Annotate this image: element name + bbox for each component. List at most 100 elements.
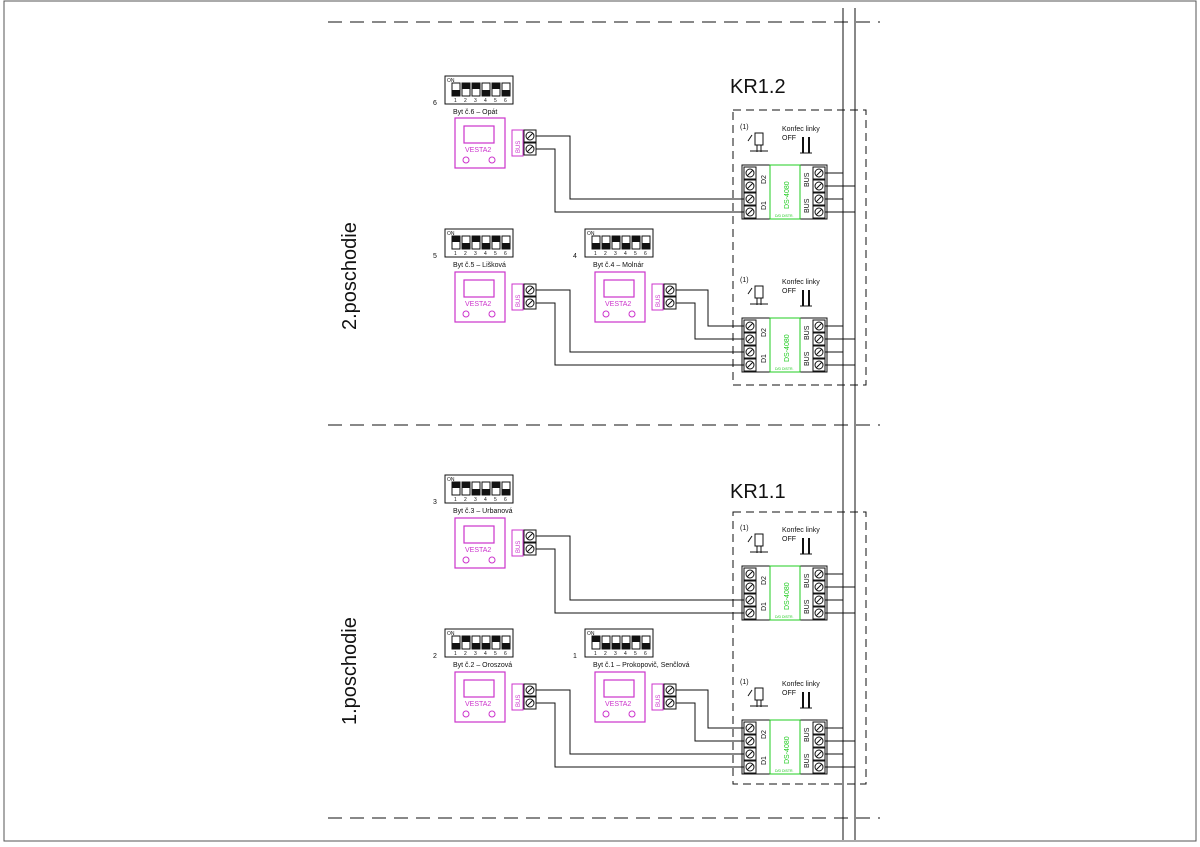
module-model: DS-4080 [784,582,791,610]
screw-terminal [743,166,757,180]
bus-port-label: BUS [516,695,522,707]
device-model: VESTA2 [465,147,491,154]
vesta2-panel: VESTA2 [594,271,646,323]
bus-wire [536,302,744,366]
module-note: (1) [740,124,749,131]
apartment-label: Byt č.6 – Opát [453,109,497,116]
dip-digit: 5 [494,497,497,503]
dip-on-label: ON [447,78,455,84]
terminator-label: Konfec linky [782,279,820,286]
dip-digit: 2 [464,651,467,657]
dip-digit: 1 [594,251,597,257]
dip-on-label: ON [587,231,595,237]
dip-digit: 6 [644,251,647,257]
dip-on-label: ON [587,631,595,637]
dip-switch-lever [492,482,500,488]
dip-switch-lever [472,489,480,495]
screw-terminal [743,747,757,761]
jumper-icon [747,533,768,553]
device-button [488,556,496,564]
dip-digit: 3 [474,98,477,104]
dip-switch-lever [462,83,470,89]
bus-top-label: BUS [804,172,811,187]
terminator-label: Konfec linky [782,527,820,534]
vesta2-panel: VESTA2 [594,671,646,723]
riser-cables [842,8,856,840]
dip-digit: 3 [614,251,617,257]
screw-terminal [812,319,826,333]
screw-terminal [523,542,537,556]
dip-switch-lever [472,83,480,89]
distributor-title-kr11: KR1.1 [730,481,786,503]
dip-switch-lever [462,636,470,642]
bus-top-label: BUS [804,325,811,340]
bus-wire [536,689,744,755]
dip-digit: 5 [634,651,637,657]
dip-switch-lever [502,489,510,495]
dip-switch-lever [502,643,510,649]
dip-switch-lever [642,643,650,649]
dip-digit: 5 [634,251,637,257]
screw-terminal [743,721,757,735]
bus-wire [536,702,744,768]
vesta2-panel: VESTA2 [454,117,506,169]
module-model-sub: D/D DISTR. [775,214,794,218]
floor-label-1: 1.poschodie [339,617,361,725]
terminator-label: Konfec linky [782,681,820,688]
dip-switch-lever [492,83,500,89]
dip-switch-lever [622,243,630,249]
module-model-sub: D/D DISTR. [775,769,794,773]
screw-terminal [743,345,757,359]
screw-terminal [812,567,826,581]
device-bus-port: BUS [511,683,537,711]
module-model: DS-4080 [784,736,791,764]
bus-port-label: BUS [656,695,662,707]
jumper-icon [747,687,768,707]
screw-terminal [743,192,757,206]
jumper-icon [800,290,812,307]
vesta2-panel: VESTA2 [454,671,506,723]
module-model: DS-4080 [784,181,791,209]
screw-terminal [743,179,757,193]
dip-switch-lever [492,236,500,242]
bus-port-label: BUS [516,541,522,553]
apartment-number: 6 [433,100,437,107]
dip-digit: 1 [454,251,457,257]
dip-switch-lever [632,236,640,242]
device-model: VESTA2 [605,301,631,308]
dip-digit: 4 [624,651,627,657]
dip-digit: 1 [594,651,597,657]
dip-digit: 4 [484,98,487,104]
port-d2-label: D2 [761,328,768,337]
dip-switch-lever [632,636,640,642]
dip-on-label: ON [447,631,455,637]
distributor-title-kr12: KR1.2 [730,76,786,98]
vesta2-panel: VESTA2 [454,517,506,569]
dip-digit: 6 [504,98,507,104]
dip-switch-lever [592,243,600,249]
module-model-sub: D/D DISTR. [775,367,794,371]
bus-top-label: BUS [804,573,811,588]
dip-switch-lever [482,489,490,495]
screw-terminal [523,683,537,697]
bus-port-label: BUS [516,295,522,307]
bus-wire [536,135,744,200]
screw-terminal [812,358,826,372]
device-model: VESTA2 [465,701,491,708]
dip-digit: 4 [484,651,487,657]
port-d2-label: D2 [761,730,768,739]
screw-terminal [743,593,757,607]
apartment-label: Byt č.2 – Oroszová [453,662,512,669]
dip-digit: 6 [504,651,507,657]
screw-terminal [523,529,537,543]
module-core [769,164,801,220]
screw-terminal [743,319,757,333]
screw-terminal [812,345,826,359]
